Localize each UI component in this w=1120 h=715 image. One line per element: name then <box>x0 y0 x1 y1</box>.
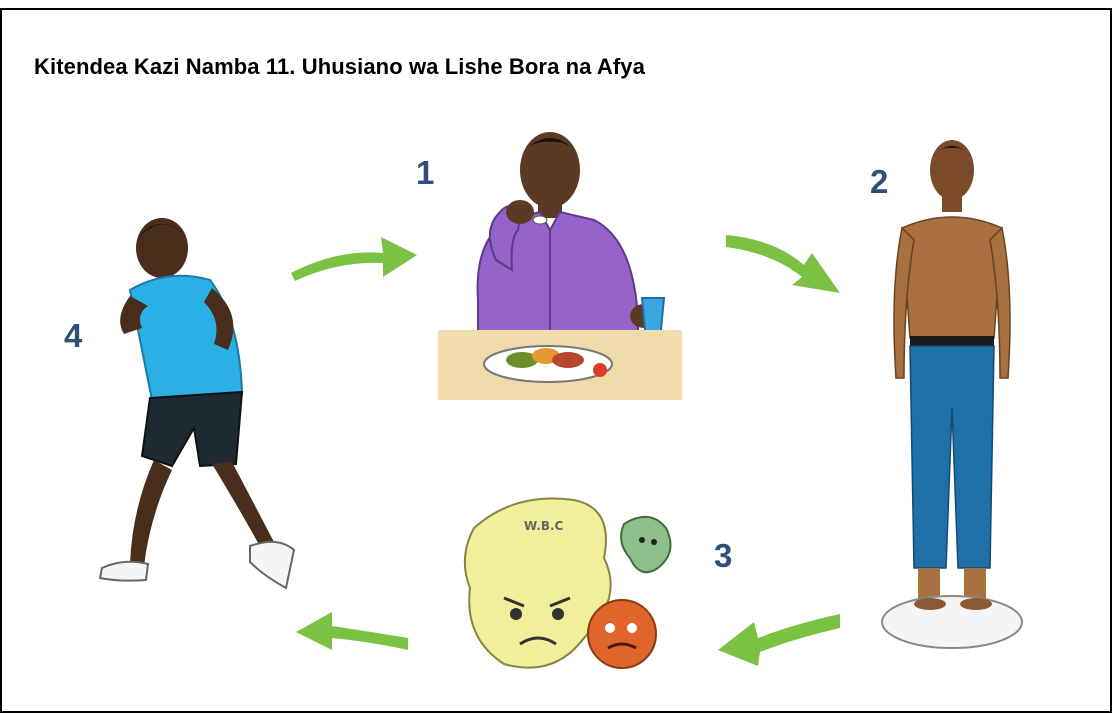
arrow-right-icon <box>291 237 417 281</box>
step-number-1: 1 <box>416 154 435 191</box>
man-on-scale-icon <box>881 140 1023 649</box>
arrow-left-icon <box>718 614 840 666</box>
step-number-3: 3 <box>714 537 733 574</box>
arrow-left-icon <box>296 612 408 650</box>
step-number-2: 2 <box>870 163 889 200</box>
man-running-icon <box>98 218 296 590</box>
germs-illness-icon: W.B.C <box>463 497 672 669</box>
germ-label: W.B.C <box>524 519 564 533</box>
arrow-down-right-icon <box>726 235 840 293</box>
man-eating-meal-icon <box>438 132 682 400</box>
diagram-frame: Kitendea Kazi Namba 11. Uhusiano wa Lish… <box>0 8 1112 713</box>
step-number-4: 4 <box>64 317 83 354</box>
diagram-title: Kitendea Kazi Namba 11. Uhusiano wa Lish… <box>34 54 645 79</box>
